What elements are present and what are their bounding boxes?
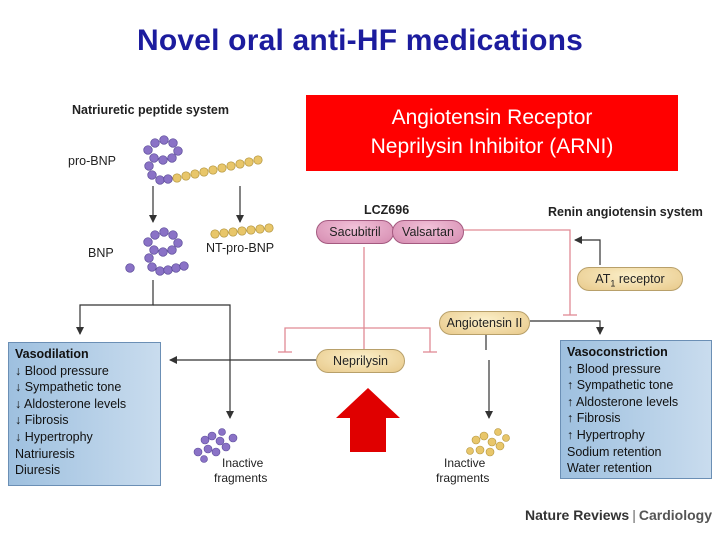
panel-item: ↓ Blood pressure — [15, 363, 109, 378]
panel-item: Vasoconstriction — [567, 345, 668, 359]
panel-item: Sodium retention — [567, 444, 662, 459]
nt-pro-bnp-label: NT-pro-BNP — [206, 241, 274, 255]
panel-item: Diuresis — [15, 463, 61, 478]
fragments-right-line2: fragments — [436, 471, 489, 485]
panel-item: Water retention — [567, 461, 652, 476]
fragments-left-line1: Inactive — [222, 456, 264, 470]
nt-pro-bnp-bead-chain — [210, 223, 274, 239]
pro-bnp-bead-chain — [143, 135, 263, 185]
panel-item: ↓ Fibrosis — [15, 413, 69, 428]
panel-item: Natriuresis — [15, 446, 75, 461]
valsartan-pill: Valsartan — [392, 220, 464, 244]
panel-item: ↓ Sympathetic tone — [15, 380, 122, 395]
receptor-text: receptor — [615, 272, 665, 286]
at1-subscript: 1 — [610, 278, 616, 289]
vasodilation-panel: Vasodilation ↓ Blood pressure ↓ Sympathe… — [8, 342, 161, 486]
vasoconstriction-panel: Vasoconstriction ↑ Blood pressure ↑ Symp… — [560, 340, 712, 479]
neprilysin-pill: Neprilysin — [316, 349, 405, 373]
panel-item: Vasodilation — [15, 347, 89, 361]
neprilysin-arrows — [169, 236, 604, 419]
panel-item: ↓ Hypertrophy — [15, 429, 93, 444]
page-title: Novel oral anti-HF medications — [136, 24, 584, 57]
panel-item: ↑ Aldosterone levels — [567, 394, 679, 409]
inhibition-lines — [278, 229, 577, 353]
pro-bnp-label: pro-BNP — [68, 154, 116, 168]
inactive-fragments-left-icon — [193, 428, 238, 463]
panel-item: ↑ Sympathetic tone — [567, 378, 674, 393]
arni-line-2: Neprilysin Inhibitor (ARNI) — [370, 135, 614, 158]
natriuretic-arrows — [76, 186, 244, 419]
at1-text: AT — [595, 272, 611, 286]
natriuretic-system-label: Natriuretic peptide system — [72, 103, 229, 117]
bnp-bead-chain — [125, 227, 189, 276]
arni-line-1: Angiotensin Receptor — [391, 106, 593, 129]
journal-credit: Nature Reviews|Cardiology — [524, 507, 712, 523]
panel-item: ↓ Aldosterone levels — [15, 396, 127, 411]
journal-name: Nature Reviews — [524, 507, 630, 523]
at1-receptor-pill: AT1 receptor — [577, 267, 683, 291]
angiotensin-ii-pill: Angiotensin II — [439, 311, 530, 335]
bnp-label: BNP — [88, 246, 114, 260]
panel-item: ↑ Hypertrophy — [567, 427, 645, 442]
arni-highlight-box: Angiotensin Receptor Neprilysin Inhibito… — [306, 95, 678, 171]
lcz696-label: LCZ696 — [364, 203, 409, 217]
panel-item: ↑ Fibrosis — [567, 411, 621, 426]
increase-arrow-icon — [336, 388, 400, 452]
raas-label: Renin angiotensin system — [548, 205, 703, 219]
inactive-fragments-right-icon — [466, 428, 510, 457]
sacubitril-pill: Sacubitril — [316, 220, 394, 244]
fragments-left-line2: fragments — [214, 471, 267, 485]
journal-section: Cardiology — [638, 507, 712, 523]
panel-item: ↑ Blood pressure — [567, 361, 661, 376]
fragments-right-line1: Inactive — [444, 456, 486, 470]
